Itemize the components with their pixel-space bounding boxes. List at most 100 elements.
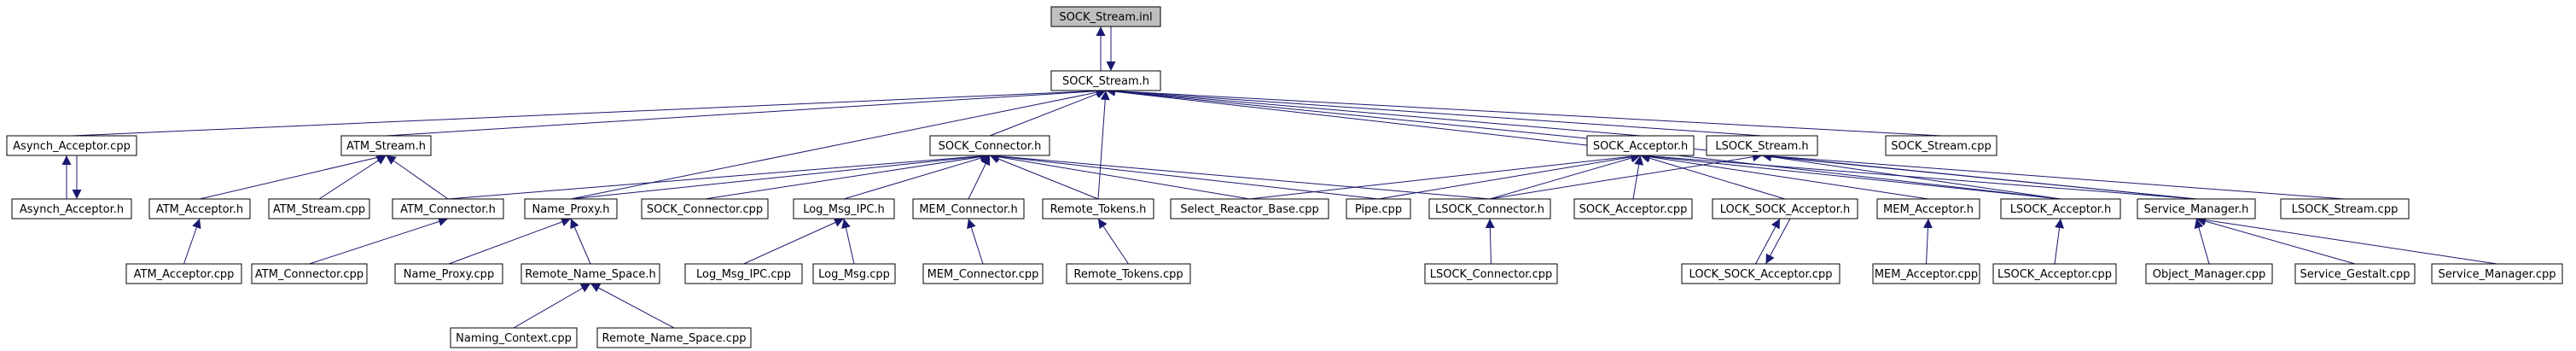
node-log-msg-ipc-cpp[interactable]: Log_Msg_IPC.cpp <box>684 263 803 284</box>
node-name-proxy-cpp[interactable]: Name_Proxy.cpp <box>394 263 503 284</box>
dependency-arrow <box>743 218 845 265</box>
dependency-arrow <box>183 218 201 265</box>
node-label: SOCK_Connector.h <box>939 140 1042 153</box>
node-label: Name_Proxy.h <box>532 203 610 216</box>
node-label: Remote_Tokens.cpp <box>1073 268 1183 281</box>
node-sock-stream-h[interactable]: SOCK_Stream.h <box>1050 70 1161 91</box>
node-sock-stream-inl[interactable]: SOCK_Stream.inl <box>1050 6 1161 27</box>
node-box <box>812 263 896 284</box>
dependency-arrow <box>318 155 387 200</box>
node-sock-stream-cpp[interactable]: SOCK_Stream.cpp <box>1885 135 1997 156</box>
node-lsock-acceptor-h[interactable]: LSOCK_Acceptor.h <box>2000 198 2121 219</box>
dependency-arrow <box>570 151 991 200</box>
node-pipe-cpp[interactable]: Pipe.cpp <box>1346 198 1411 219</box>
node-log-msg-cpp[interactable]: Log_Msg.cpp <box>812 263 896 284</box>
dependency-arrow <box>1761 151 2346 200</box>
node-remote-name-space-cpp[interactable]: Remote_Name_Space.cpp <box>596 327 752 348</box>
dependency-arrow <box>199 153 387 200</box>
node-atm-connector-cpp[interactable]: ATM_Connector.cpp <box>251 263 368 284</box>
node-label: Log_Msg_IPC.cpp <box>696 268 791 281</box>
node-label: Service_Manager.cpp <box>2438 268 2556 281</box>
node-label: LOCK_SOCK_Acceptor.h <box>1720 203 1850 216</box>
node-sock-acceptor-cpp[interactable]: SOCK_Acceptor.cpp <box>1573 198 1693 219</box>
node-box <box>2280 198 2410 219</box>
dependency-arrow <box>1105 86 1763 137</box>
dependency-arrow <box>1105 86 1641 137</box>
node-box <box>1876 198 1980 219</box>
node-label: Naming_Context.cpp <box>456 332 572 345</box>
node-lsock-connector-h[interactable]: LSOCK_Connector.h <box>1428 198 1551 219</box>
node-atm-stream-h[interactable]: ATM_Stream.h <box>340 135 432 156</box>
node-lock-sock-acceptor-cpp[interactable]: LOCK_SOCK_Acceptor.cpp <box>1681 263 1840 284</box>
node-remote-name-space-h[interactable]: Remote_Name_Space.h <box>520 263 660 284</box>
node-label: SOCK_Stream.cpp <box>1891 140 1991 153</box>
node-label: Select_Reactor_Base.cpp <box>1180 203 1319 216</box>
node-name-proxy-h[interactable]: Name_Proxy.h <box>524 198 618 219</box>
node-box <box>1050 6 1161 27</box>
node-box <box>6 135 137 156</box>
node-label: Pipe.cpp <box>1355 203 1402 216</box>
node-box <box>2431 263 2563 284</box>
node-label: Asynch_Acceptor.h <box>20 203 124 216</box>
node-sock-connector-cpp[interactable]: SOCK_Connector.cpp <box>641 198 769 219</box>
node-label: ATM_Stream.h <box>346 140 426 153</box>
node-box <box>340 135 432 156</box>
node-box <box>1712 198 1858 219</box>
node-box <box>922 263 1044 284</box>
node-atm-acceptor-h[interactable]: ATM_Acceptor.h <box>148 198 251 219</box>
node-label: LSOCK_Stream.h <box>1715 140 1808 153</box>
dependency-arrow <box>570 218 591 265</box>
dependency-arrow <box>1489 152 1763 200</box>
node-mem-acceptor-cpp[interactable]: MEM_Acceptor.cpp <box>1872 263 1980 284</box>
node-lsock-stream-cpp[interactable]: LSOCK_Stream.cpp <box>2280 198 2410 219</box>
node-naming-context-cpp[interactable]: Naming_Context.cpp <box>450 327 578 348</box>
node-atm-acceptor-cpp[interactable]: ATM_Acceptor.cpp <box>125 263 242 284</box>
node-box <box>596 327 752 348</box>
node-mem-connector-h[interactable]: MEM_Connector.h <box>912 198 1025 219</box>
node-remote-tokens-h[interactable]: Remote_Tokens.h <box>1042 198 1154 219</box>
node-box <box>641 198 769 219</box>
dependency-arrow <box>570 87 1107 200</box>
node-box <box>2137 198 2256 219</box>
node-label: MEM_Connector.cpp <box>927 268 1039 281</box>
node-label: Name_Proxy.cpp <box>404 268 494 281</box>
node-box <box>1346 198 1411 219</box>
node-sock-connector-h[interactable]: SOCK_Connector.h <box>929 135 1050 156</box>
node-box <box>1428 198 1551 219</box>
node-service-gestalt-cpp[interactable]: Service_Gestalt.cpp <box>2294 263 2416 284</box>
node-sock-acceptor-h[interactable]: SOCK_Acceptor.h <box>1586 135 1695 156</box>
node-box <box>392 198 504 219</box>
node-label: MEM_Acceptor.h <box>1883 203 1974 216</box>
node-lock-sock-acceptor-h[interactable]: LOCK_SOCK_Acceptor.h <box>1712 198 1858 219</box>
node-box <box>1586 135 1695 156</box>
node-box <box>1050 70 1161 91</box>
node-remote-tokens-cpp[interactable]: Remote_Tokens.cpp <box>1066 263 1191 284</box>
node-lsock-stream-h[interactable]: LSOCK_Stream.h <box>1706 135 1818 156</box>
node-box <box>1885 135 1997 156</box>
node-box <box>1872 263 1980 284</box>
node-asynch-acceptor-cpp[interactable]: Asynch_Acceptor.cpp <box>6 135 137 156</box>
node-asynch-acceptor-h[interactable]: Asynch_Acceptor.h <box>11 198 132 219</box>
node-atm-connector-h[interactable]: ATM_Connector.h <box>392 198 504 219</box>
node-lsock-acceptor-cpp[interactable]: LSOCK_Acceptor.cpp <box>1992 263 2117 284</box>
node-service-manager-cpp[interactable]: Service_Manager.cpp <box>2431 263 2563 284</box>
node-lsock-connector-cpp[interactable]: LSOCK_Connector.cpp <box>1424 263 1558 284</box>
dependency-arrow <box>1640 151 2197 200</box>
node-mem-acceptor-h[interactable]: MEM_Acceptor.h <box>1876 198 1980 219</box>
dependency-arrow <box>1755 218 1781 265</box>
node-label: SOCK_Connector.cpp <box>647 203 763 216</box>
node-log-msg-ipc-h[interactable]: Log_Msg_IPC.h <box>793 198 895 219</box>
node-box <box>1066 263 1191 284</box>
node-label: LSOCK_Connector.cpp <box>1430 268 1552 281</box>
node-atm-stream-cpp[interactable]: ATM_Stream.cpp <box>268 198 370 219</box>
dependency-arrow <box>386 155 449 200</box>
node-select-reactor-base-cpp[interactable]: Select_Reactor_Base.cpp <box>1170 198 1329 219</box>
node-service-manager-h[interactable]: Service_Manager.h <box>2137 198 2256 219</box>
node-box <box>520 263 660 284</box>
node-box <box>11 198 132 219</box>
node-object-manager-cpp[interactable]: Object_Manager.cpp <box>2145 263 2273 284</box>
dependency-arrow <box>989 152 1250 200</box>
node-mem-connector-cpp[interactable]: MEM_Connector.cpp <box>922 263 1044 284</box>
dependency-arrow <box>989 89 1107 137</box>
dependency-arrow <box>1761 151 2197 200</box>
